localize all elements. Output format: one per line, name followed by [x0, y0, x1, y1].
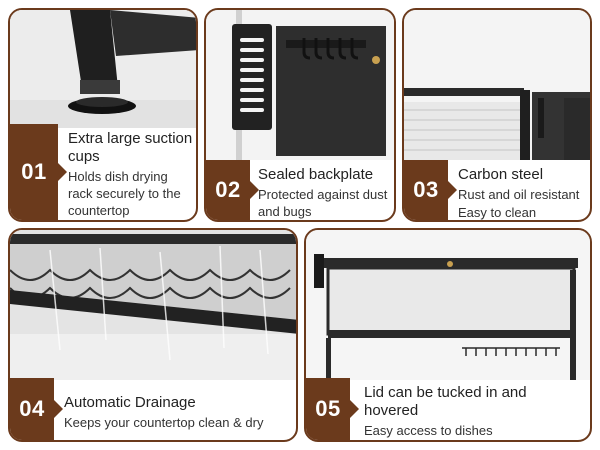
lid-photo [306, 230, 590, 380]
feature-card-03: 03 Carbon steel Rust and oil resistant E… [402, 8, 592, 222]
number-badge: 01 [10, 124, 58, 220]
number-badge: 04 [10, 378, 54, 440]
feature-description: Easy access to dishes [364, 423, 493, 438]
feature-description: Keeps your countertop clean & dry [64, 415, 264, 430]
feature-title: Extra large suction cups [68, 130, 193, 165]
suction-cup-photo [10, 10, 196, 128]
feature-title: Automatic Drainage [64, 394, 196, 411]
backplate-illustration [206, 10, 394, 160]
number-badge: 02 [206, 160, 250, 220]
feature-title: Sealed backplate [258, 166, 374, 183]
feature-card-02: 02 Sealed backplate Protected against du… [204, 8, 396, 222]
number-badge: 05 [306, 378, 350, 440]
feature-card-04: 04 Automatic Drainage Keeps your counter… [8, 228, 298, 442]
suction-cup-illustration [10, 10, 196, 128]
feature-description-2: Easy to clean [458, 205, 537, 220]
lid-illustration [306, 230, 590, 380]
feature-description: Rust and oil resistant [458, 187, 580, 202]
feature-title: Carbon steel [458, 166, 544, 183]
drainage-illustration [10, 230, 296, 380]
feature-card-01: 01 Extra large suction cups Holds dish d… [8, 8, 198, 222]
carbon-steel-illustration [404, 10, 590, 160]
backplate-photo [206, 10, 394, 160]
carbon-steel-photo [404, 10, 590, 160]
number-badge: 03 [404, 160, 448, 220]
feature-description: Protected against dust and bugs [258, 187, 388, 219]
feature-description: Holds dish drying rack securely to the c… [68, 169, 181, 218]
feature-card-05: 05 Lid can be tucked in and hovered Easy… [304, 228, 592, 442]
drainage-photo [10, 230, 296, 380]
feature-title: Lid can be tucked in and hovered [364, 384, 527, 419]
